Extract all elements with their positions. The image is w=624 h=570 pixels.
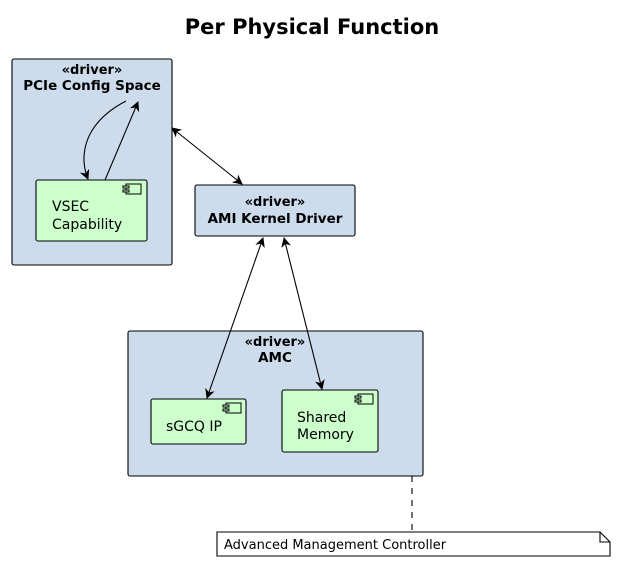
component-label-line1: VSEC — [52, 199, 89, 215]
edge-kernel-shared-memory — [281, 237, 325, 390]
package-name: AMC — [258, 350, 292, 366]
edge-pcie-kernel — [171, 127, 243, 185]
driver-box — [194, 184, 356, 237]
note-advanced-management-controller: Advanced Management Controller — [216, 531, 611, 557]
component-shared-memory: Shared Memory — [281, 389, 379, 453]
component-icon — [354, 393, 374, 405]
component-icon — [222, 402, 242, 414]
component-box — [281, 389, 379, 453]
note-corner — [599, 532, 610, 543]
note-text: Advanced Management Controller — [224, 538, 447, 553]
diagram-title: Per Physical Function — [185, 15, 439, 39]
edge-kernel-sgcq — [205, 237, 265, 399]
note-box — [216, 531, 611, 557]
driver-name: AMI Kernel Driver — [208, 211, 343, 227]
package-stereotype: «driver» — [245, 335, 306, 350]
component-sgcq-ip: sGCQ IP — [150, 398, 247, 445]
component-box — [150, 398, 247, 445]
component-box — [35, 179, 148, 242]
component-label-line2: Capability — [52, 217, 122, 233]
package-stereotype: «driver» — [62, 63, 123, 78]
edge-pcie-to-vsec — [79, 100, 127, 180]
component-label-line2: Memory — [297, 427, 354, 443]
node-ami-kernel-driver: «driver» AMI Kernel Driver — [194, 184, 356, 237]
driver-stereotype: «driver» — [245, 195, 306, 210]
component-label-line1: Shared — [297, 410, 346, 426]
edge-vsec-to-pcie — [104, 101, 140, 181]
component-icon — [122, 183, 142, 195]
package-name: PCIe Config Space — [23, 78, 161, 94]
component-vsec-capability: VSEC Capability — [35, 179, 148, 242]
component-label-line1: sGCQ IP — [166, 419, 222, 435]
